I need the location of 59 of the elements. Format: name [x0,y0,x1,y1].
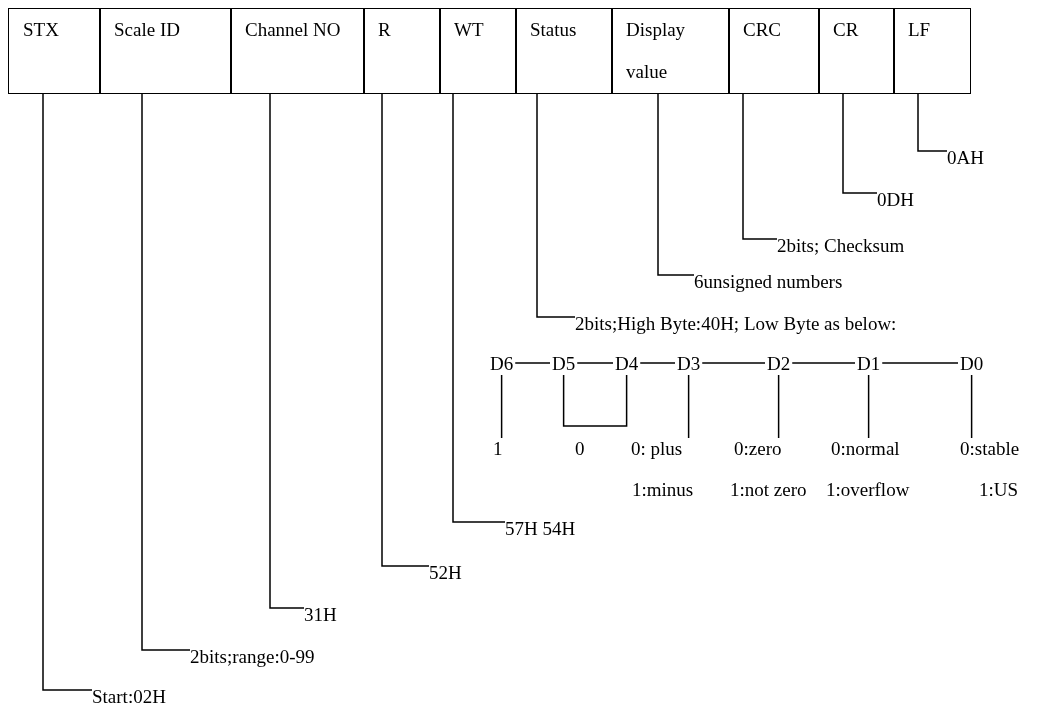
bit-label: D1 [857,353,881,375]
bit-label: D6 [490,353,514,375]
field-description: 0AH [947,147,984,169]
bit-value: 1:not zero [730,479,807,501]
frame-field-cell: Channel NO [230,8,365,94]
frame-field-cell: CRC [728,8,820,94]
connector-line [514,362,551,364]
leader-line [842,93,878,194]
bit-value: 1 [493,438,503,460]
leader-line [742,93,778,240]
bit-value: 0 [575,438,585,460]
field-description: 31H [304,604,337,626]
leader-line [141,93,191,651]
leader-line [917,93,948,152]
bit-value: 1:overflow [826,479,910,501]
bit-value: 0:stable [960,438,1020,460]
connector-line [639,362,676,364]
connector-line [791,362,856,364]
bit-label: D0 [960,353,984,375]
bracket-line [562,374,628,427]
bit-value: 1:US [979,479,1020,501]
connector-line [867,374,870,439]
field-description: 6unsigned numbers [694,271,843,293]
leader-line [536,93,576,318]
field-description: 57H 54H [505,518,576,540]
leader-line [42,93,93,691]
bit-label: D3 [677,353,701,375]
bit-value: 0: plus [631,438,684,460]
frame-field-cell: Scale ID [99,8,232,94]
frame-field-cell: Display value [611,8,730,94]
connector-line [970,374,973,439]
frame-field-cell: WT [439,8,517,94]
bit-value: 1:minus [632,479,694,501]
connector-line [701,362,766,364]
field-description: 52H [429,562,462,584]
leader-line [452,93,506,523]
frame-field-cell: R [363,8,441,94]
field-description: Start:02H [92,686,166,708]
field-description: 2bits; Checksum [777,235,905,257]
leader-line [381,93,430,567]
frame-field-cell: Status [515,8,613,94]
connector-line [777,374,780,439]
leader-line [657,93,695,276]
frame-field-cell: CR [818,8,895,94]
field-description: 2bits;range:0-99 [190,646,315,668]
field-description: 0DH [877,189,914,211]
connector-line [576,362,614,364]
leader-line [269,93,305,609]
connector-line [881,362,959,364]
frame-field-cell: LF [893,8,971,94]
bit-label: D2 [767,353,791,375]
bit-value: 0:normal [831,438,901,460]
frame-field-cell: STX [8,8,101,94]
connector-line [500,374,503,439]
bit-label: D4 [615,353,639,375]
bit-value: 0:zero [734,438,783,460]
field-description: 2bits;High Byte:40H; Low Byte as below: [575,313,897,335]
connector-line [687,374,690,439]
bit-label: D5 [552,353,576,375]
